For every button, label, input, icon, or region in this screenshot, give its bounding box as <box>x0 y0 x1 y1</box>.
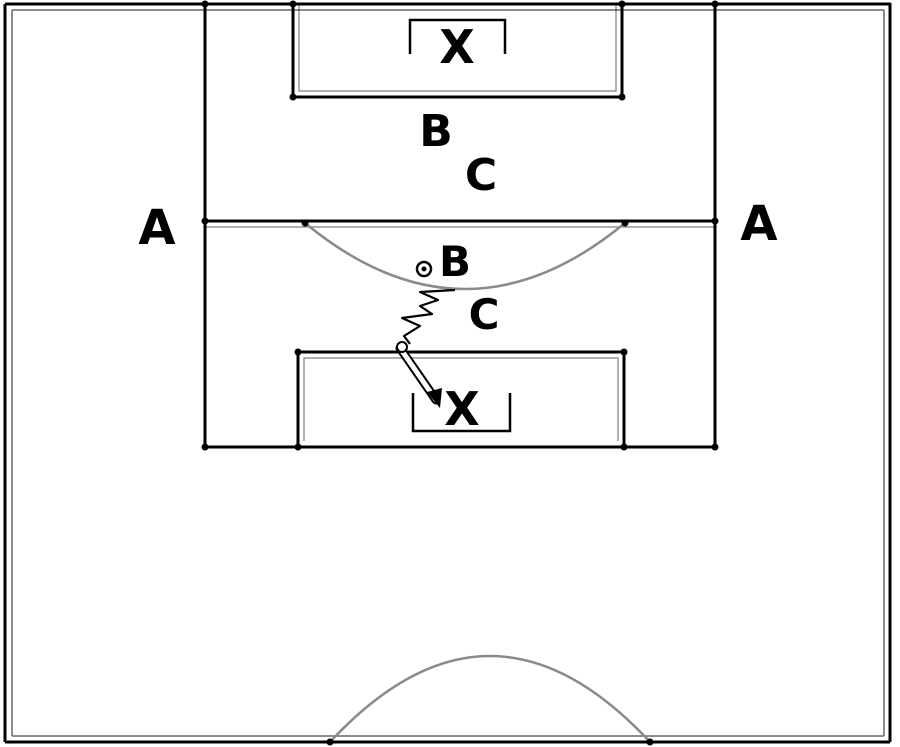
line-junction-dots <box>201 0 719 746</box>
bottom-goal-bracket-icon <box>411 393 512 433</box>
pitch-boundary <box>3 2 892 744</box>
goalkeeper-bottom-label: X <box>444 382 479 436</box>
goalkeeper-top-label: X <box>439 20 474 74</box>
player-c-top-label: C <box>465 150 497 201</box>
top-goal-bracket-icon <box>408 18 507 54</box>
bottom-goal-box <box>296 350 626 447</box>
penalty-arc <box>304 222 626 291</box>
player-b-top-label: B <box>419 106 453 157</box>
wide-player-left-label: A <box>138 200 175 256</box>
zone-divider-line <box>205 219 715 228</box>
top-goal-box <box>291 4 624 99</box>
player-c-bottom-label: C <box>469 290 500 339</box>
wide-player-right-label: A <box>740 196 777 252</box>
shot-arrow-icon <box>395 341 442 408</box>
center-circle-arc <box>329 654 651 743</box>
ball-icon <box>415 260 433 278</box>
dribble-path <box>400 288 456 345</box>
player-b-bottom-label: B <box>439 237 471 286</box>
